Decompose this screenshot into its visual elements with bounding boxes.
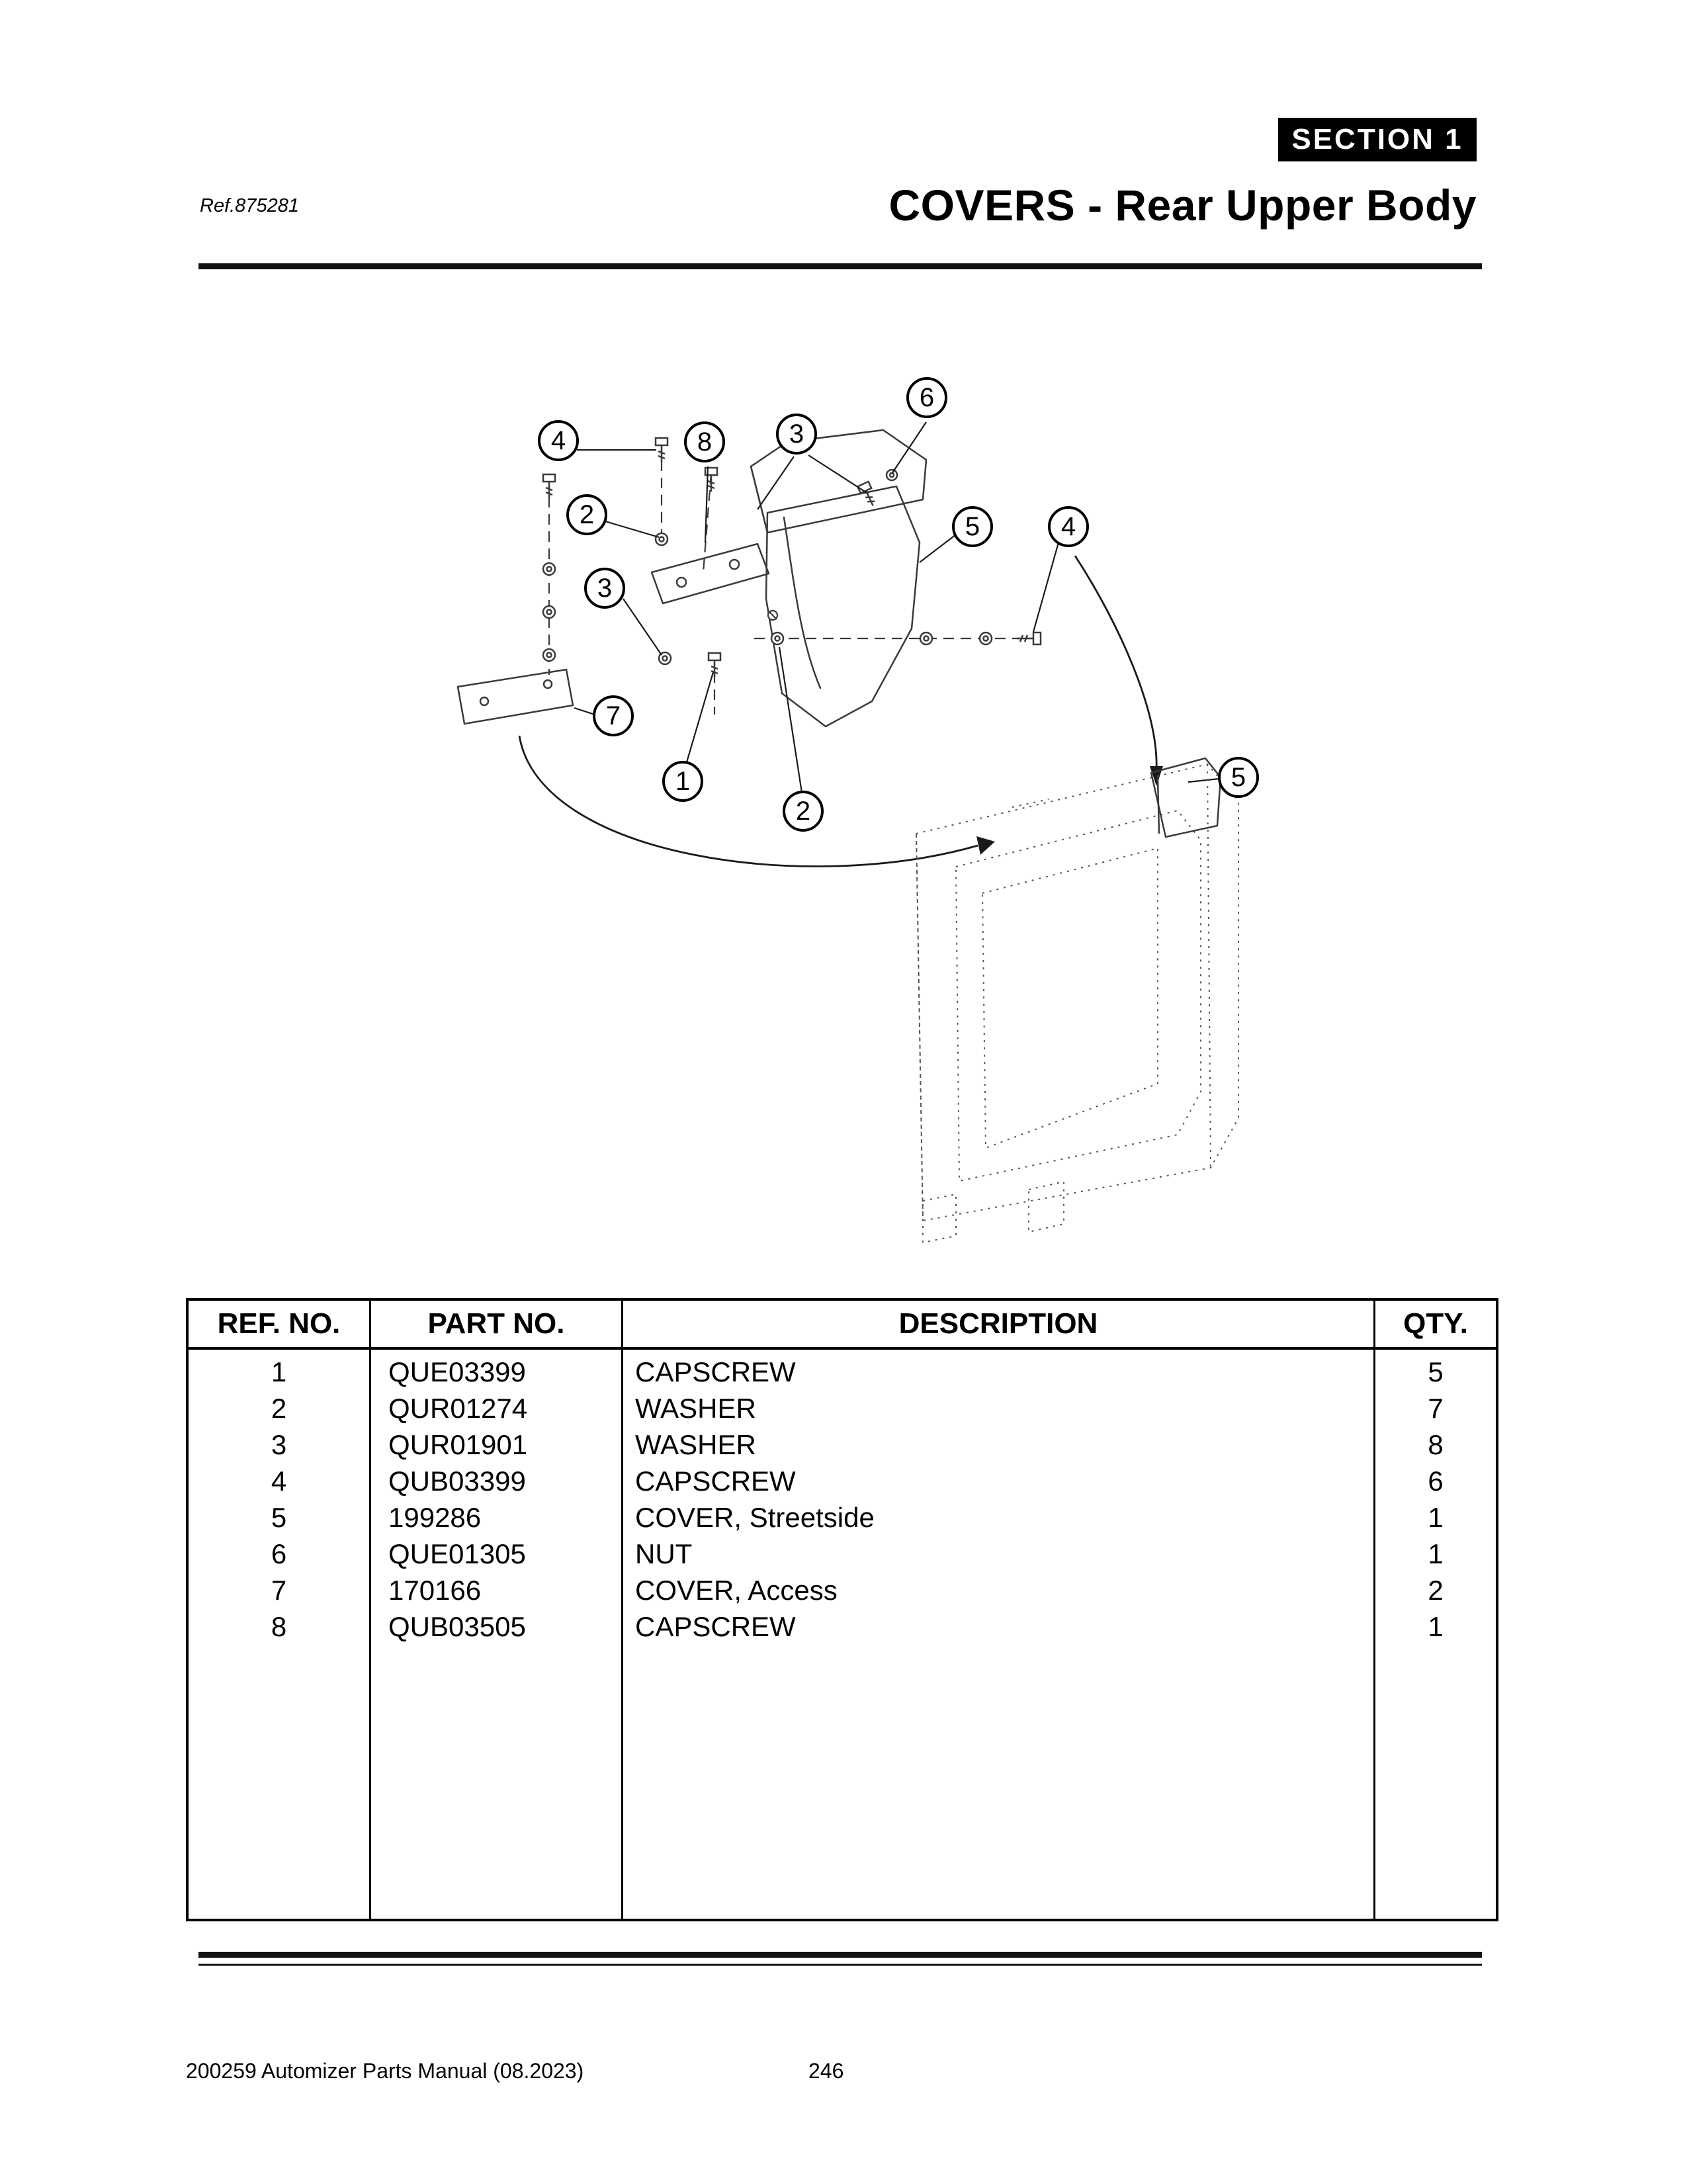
- cell-qty: 1: [1428, 1610, 1444, 1642]
- callout-1: 1: [662, 761, 703, 802]
- cell-qty: 6: [1428, 1465, 1444, 1497]
- callout-6: 6: [906, 377, 947, 418]
- cell-ref: 4: [271, 1465, 287, 1497]
- cell-ref: 7: [271, 1574, 287, 1606]
- access-cover: [456, 668, 574, 725]
- footer-text: 200259 Automizer Parts Manual (08.2023): [186, 2059, 584, 2083]
- callout-3a: 3: [776, 414, 817, 455]
- column-qty: 5 7 8 6 1 1 2 1: [1375, 1350, 1496, 1919]
- cell-qty: 1: [1428, 1538, 1444, 1569]
- callout-8: 8: [684, 421, 725, 462]
- cell-part: 199286: [388, 1501, 482, 1533]
- cell-desc: CAPSCREW: [635, 1465, 796, 1497]
- header-divider: [198, 263, 1482, 269]
- header-part-no: PART NO.: [371, 1301, 623, 1347]
- header-description: DESCRIPTION: [623, 1301, 1375, 1347]
- cell-desc: WASHER: [635, 1392, 756, 1424]
- column-ref-no: 1 2 3 4 5 6 7 8: [189, 1350, 371, 1919]
- reference-number: Ref.875281: [200, 195, 299, 216]
- arrow-to-body-long: [518, 735, 978, 867]
- cell-qty: 5: [1428, 1356, 1444, 1387]
- header-ref-no: REF. NO.: [189, 1301, 371, 1347]
- section-badge: SECTION 1: [1278, 118, 1477, 161]
- cell-qty: 2: [1428, 1574, 1444, 1606]
- cell-desc: COVER, Streetside: [635, 1501, 875, 1533]
- mount-plate: [650, 543, 770, 605]
- callout-7: 7: [593, 695, 634, 736]
- callout-5a: 5: [952, 506, 993, 547]
- installed-cover: [1150, 757, 1222, 838]
- page-title: COVERS - Rear Upper Body: [888, 181, 1477, 230]
- column-part-no: QUE03399 QUR01274 QUR01901 QUB03399 1992…: [371, 1350, 623, 1919]
- cell-part: 170166: [388, 1574, 482, 1606]
- header-qty: QTY.: [1403, 1307, 1468, 1340]
- exploded-diagram: [456, 421, 1239, 1243]
- cell-qty: 1: [1428, 1501, 1444, 1533]
- cell-qty: 8: [1428, 1428, 1444, 1460]
- cell-part: QUB03399: [388, 1465, 526, 1497]
- table-body: 1 2 3 4 5 6 7 8 QUE03399 QUR01274 QUR019…: [189, 1350, 1496, 1919]
- cell-part: QUR01901: [388, 1428, 528, 1460]
- cell-ref: 6: [271, 1538, 287, 1569]
- callout-2b: 2: [783, 791, 824, 832]
- cell-part: QUR01274: [388, 1392, 528, 1424]
- callout-5b: 5: [1218, 757, 1259, 798]
- callout-4b: 4: [1048, 506, 1089, 547]
- table-header-row: REF. NO. PART NO. DESCRIPTION QTY.: [189, 1301, 1496, 1350]
- parts-table: REF. NO. PART NO. DESCRIPTION QTY. 1 2 3…: [186, 1298, 1498, 1921]
- callout-4a: 4: [538, 420, 579, 461]
- cell-part: QUE01305: [388, 1538, 526, 1569]
- cell-desc: CAPSCREW: [635, 1356, 796, 1387]
- callout-2a: 2: [566, 494, 607, 535]
- streetside-cover: [765, 485, 921, 728]
- cell-part: QUE03399: [388, 1356, 526, 1387]
- cell-ref: 2: [271, 1392, 287, 1424]
- cell-ref: 1: [271, 1356, 287, 1387]
- rear-body-outline: [916, 764, 1239, 1243]
- page-number: 246: [808, 2059, 844, 2083]
- callout-3b: 3: [584, 568, 625, 609]
- footer-divider-thick: [198, 1952, 1482, 1958]
- cell-desc: COVER, Access: [635, 1574, 838, 1606]
- cell-ref: 3: [271, 1428, 287, 1460]
- column-description: CAPSCREW WASHER WASHER CAPSCREW COVER, S…: [623, 1350, 1375, 1919]
- footer-divider-thin: [198, 1964, 1482, 1966]
- arrow-to-body-right: [1074, 555, 1158, 771]
- cell-desc: CAPSCREW: [635, 1610, 796, 1642]
- cell-ref: 5: [271, 1501, 287, 1533]
- cell-qty: 7: [1428, 1392, 1444, 1424]
- cell-ref: 8: [271, 1610, 287, 1642]
- cell-desc: NUT: [635, 1538, 693, 1569]
- cell-desc: WASHER: [635, 1428, 756, 1460]
- cell-part: QUB03505: [388, 1610, 526, 1642]
